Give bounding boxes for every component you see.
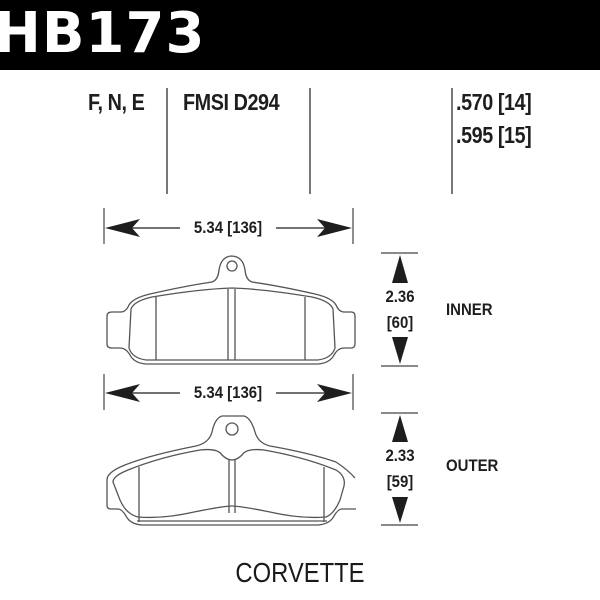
outer-width-dimension [103,374,354,410]
header-bar: HB173 [0,0,600,70]
outer-pad-label: OUTER [446,456,499,475]
outer-pad [106,415,356,526]
arrow-left-icon [105,384,140,402]
arrow-left-icon [105,219,140,237]
thickness-1: .570 [14] [456,89,532,115]
arrow-right-icon [317,384,352,402]
arrow-right-icon [317,219,352,237]
inner-width-label: 5.34 [136] [193,218,263,237]
outer-height-dimension [381,412,418,526]
inner-pad [106,255,356,365]
thickness-2: .595 [15] [456,122,532,148]
arrow-down-icon [392,497,408,523]
separator-line [166,88,168,194]
compound-list: F, N, E [88,89,145,115]
inner-height-dimension [381,252,418,367]
arrow-up-icon [392,415,408,442]
arrow-up-icon [392,255,408,283]
inner-height-inches: 2.36 [385,287,415,306]
arrow-down-icon [392,337,408,364]
outer-height-inches: 2.33 [385,446,415,465]
inner-pad-label: INNER [446,300,493,319]
vehicle-model-text: CORVETTE [235,557,365,588]
inner-width-dimension [103,208,354,244]
outer-height-mm: [59] [386,472,414,491]
part-number: HB173 [0,1,206,66]
vehicle-model: CORVETTE [0,558,600,588]
fmsi-number: FMSI D294 [183,89,280,115]
separator-line [451,88,453,194]
separator-line [309,88,311,194]
outer-width-label: 5.34 [136] [193,383,263,402]
inner-height-mm: [60] [386,313,414,332]
